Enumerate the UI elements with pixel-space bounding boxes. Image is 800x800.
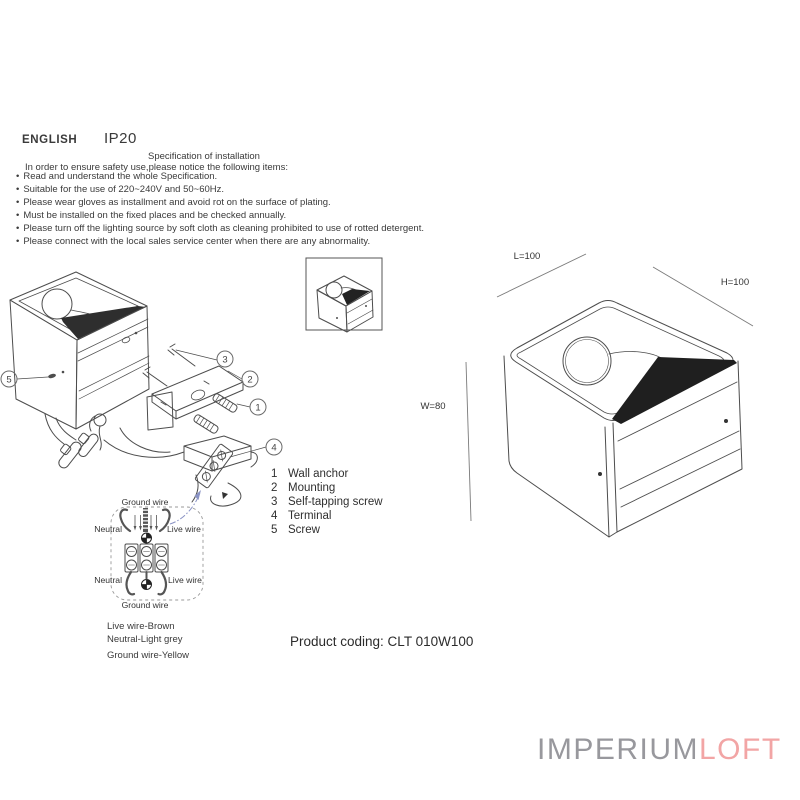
- callout-5: 5: [6, 375, 11, 386]
- spec-intro: In order to ensure safety use,please not…: [25, 162, 288, 173]
- neutral-top-label: Neutral: [94, 524, 122, 534]
- lamp-cube-drawing: [503, 300, 743, 538]
- mounting-plate-drawing: [142, 343, 244, 434]
- parts-list-item: 1 Wall anchor: [271, 467, 383, 481]
- height-dimension-label: H=100: [721, 277, 749, 288]
- part-name: Terminal: [288, 510, 332, 522]
- parts-list-item: 5 Screw: [271, 523, 383, 537]
- callout-1: 1: [255, 403, 260, 414]
- spec-list: •Read and understand the whole Specifica…: [16, 170, 424, 248]
- brand-name-primary: IMPERIUM: [537, 733, 699, 766]
- bullet-marker: •: [16, 223, 20, 234]
- lamp-body-drawing: [9, 271, 150, 430]
- ground-symbol: [141, 579, 152, 590]
- parts-list: 1 Wall anchor 2 Mounting 3 Self-tapping scr…: [271, 467, 383, 537]
- part-name: Mounting: [288, 482, 336, 494]
- part-number: 1: [271, 468, 278, 480]
- bullet-marker: •: [16, 184, 20, 195]
- wall-anchor-drawing: [212, 393, 238, 413]
- parts-list-item: 3 Self-tapping screw: [271, 495, 383, 509]
- outgoing-wires: [125, 570, 168, 596]
- bullet-marker: •: [16, 210, 20, 221]
- callout-2: 2: [247, 375, 252, 386]
- ground-wire-bottom-label: Ground wire: [122, 600, 169, 610]
- brand-logo: IMPERIUMLOFT: [537, 733, 782, 767]
- spec-item-text: Suitable for the use of 220~240V and 50~…: [23, 184, 225, 195]
- spec-list-item: •Read and understand the whole Specifica…: [16, 170, 424, 183]
- neutral-bottom-label: Neutral: [94, 575, 122, 585]
- live-wire-bottom-label: Live wire: [168, 575, 202, 585]
- spec-item-text: Please wear gloves as installment and av…: [23, 197, 331, 208]
- live-wire-top-label: Live wire: [167, 524, 201, 534]
- bullet-marker: •: [16, 171, 20, 182]
- part-number: 3: [271, 496, 278, 508]
- exploded-view-drawing: 5 3 2 1 4: [0, 271, 283, 507]
- product-coding: Product coding: CLT 010W100: [290, 634, 474, 649]
- part-number: 2: [271, 482, 278, 494]
- callout-markers: 5 3 2 1 4: [0, 349, 283, 458]
- callout-4: 4: [271, 443, 276, 454]
- width-dimension-label: W=80: [420, 401, 445, 412]
- spec-list-item: •Please connect with the local sales ser…: [16, 235, 424, 248]
- ip-rating-label: IP20: [104, 130, 137, 147]
- brand-name-secondary: LOFT: [699, 733, 782, 766]
- terminal-block: [124, 543, 169, 573]
- lamp-thumbnail-drawing: [305, 257, 383, 333]
- part-name: Screw: [288, 524, 320, 536]
- parts-list-item: 4 Terminal: [271, 509, 383, 523]
- bullet-marker: •: [16, 236, 20, 247]
- length-dimension-label: L=100: [514, 251, 541, 262]
- spec-item-text: Must be installed on the fixed places an…: [23, 210, 287, 221]
- wire-color-legend: Live wire-Brown Neutral-Light grey Groun…: [107, 620, 189, 662]
- legend-line: Live wire-Brown: [107, 621, 175, 632]
- part-name: Self-tapping screw: [288, 496, 383, 508]
- wires-and-driver-drawing: [44, 413, 258, 507]
- bullet-marker: •: [16, 197, 20, 208]
- language-label: ENGLISH: [22, 134, 78, 146]
- detail-leader-arrow: [169, 490, 201, 525]
- spec-item-text: Read and understand the whole Specificat…: [23, 171, 218, 182]
- spec-list-item: •Please turn off the lighting source by …: [16, 222, 424, 235]
- callout-3: 3: [222, 355, 227, 366]
- spec-item-text: Please connect with the local sales serv…: [23, 236, 371, 247]
- ground-wire-top-label: Ground wire: [122, 497, 169, 507]
- dimensioned-drawing: L=100 H=100 W=80: [420, 251, 754, 538]
- legend-line: Ground wire-Yellow: [107, 650, 190, 661]
- part-number: 5: [271, 524, 278, 536]
- incoming-wires: [119, 508, 171, 533]
- spec-list-item: •Must be installed on the fixed places a…: [16, 209, 424, 222]
- spec-list-item: •Suitable for the use of 220~240V and 50…: [16, 183, 424, 196]
- legend-line: Neutral-Light grey: [107, 634, 183, 645]
- spec-list-item: •Please wear gloves as installment and a…: [16, 196, 424, 209]
- ground-symbol: [141, 532, 152, 544]
- spec-title: Specification of installation: [148, 151, 260, 162]
- spec-item-text: Please turn off the lighting source by s…: [23, 223, 424, 234]
- dimension-lines: [465, 253, 754, 522]
- part-number: 4: [271, 510, 278, 522]
- part-name: Wall anchor: [288, 468, 349, 480]
- wall-anchor-drawing: [193, 414, 219, 434]
- wiring-diagram: Ground wire Neutral Live wire Neutral Li…: [94, 490, 204, 610]
- wiring-boundary: [110, 506, 204, 601]
- terminal-part-drawing: [194, 443, 234, 489]
- parts-list-item: 2 Mounting: [271, 481, 383, 495]
